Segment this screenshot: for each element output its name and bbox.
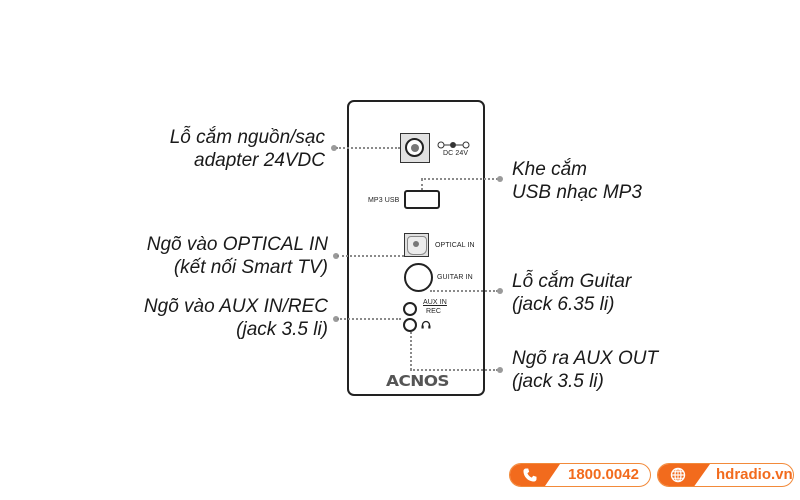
globe-icon (670, 467, 686, 483)
leader-line-power (336, 147, 400, 149)
leader-line-guitar (430, 290, 498, 292)
mp3-usb-label: MP3 USB (368, 197, 400, 204)
leader-dot-aux-in (333, 316, 339, 322)
callout-aux-in-line1: Ngõ vào AUX IN/REC (143, 296, 328, 317)
callout-optical-line2: (kết nối Smart TV) (173, 257, 328, 278)
rec-label: REC (426, 308, 442, 315)
leader-line-aux-out-vertical (410, 332, 412, 370)
leader-line-usb-vertical (421, 179, 423, 190)
phone-pill[interactable]: 1800.0042 (509, 463, 651, 487)
optical-port (404, 233, 429, 257)
callout-guitar: Lỗ cắm Guitar (jack 6.35 li) (512, 270, 631, 316)
website-url: hdradio.vn (716, 466, 793, 483)
callout-aux-out-line2: (jack 3.5 li) (512, 371, 604, 392)
callout-optical: Ngõ vào OPTICAL IN (kết nối Smart TV) (147, 233, 328, 279)
callout-aux-out: Ngõ ra AUX OUT (jack 3.5 li) (512, 347, 658, 393)
callout-guitar-line1: Lỗ cắm Guitar (512, 271, 632, 292)
leader-line-optical (337, 255, 404, 257)
aux-out-jack (403, 318, 417, 332)
dc-24v-label: DC 24V (443, 150, 469, 157)
callout-aux-out-line1: Ngõ ra AUX OUT (512, 348, 659, 369)
phone-number: 1800.0042 (568, 466, 639, 483)
callout-usb: Khe cắm USB nhạc MP3 (512, 158, 642, 204)
callout-power-line1: Lỗ cắm nguồn/sạc (169, 127, 325, 148)
usb-slot (404, 190, 440, 209)
leader-line-usb (421, 178, 498, 180)
callout-aux-in: Ngõ vào AUX IN/REC (jack 3.5 li) (144, 295, 328, 341)
phone-icon (523, 468, 537, 482)
leader-dot-guitar (497, 288, 503, 294)
optical-in-label: OPTICAL IN (435, 242, 475, 249)
leader-dot-usb (497, 176, 503, 182)
dc-power-jack (400, 133, 430, 163)
headphone-icon (421, 320, 431, 329)
leader-line-aux-out (410, 369, 498, 371)
callout-usb-line1: Khe cắm (512, 159, 587, 180)
callout-power-line2: adapter 24VDC (194, 150, 325, 171)
callout-power: Lỗ cắm nguồn/sạc adapter 24VDC (170, 126, 325, 172)
leader-dot-power (331, 145, 337, 151)
callout-usb-line2: USB nhạc MP3 (512, 182, 642, 203)
guitar-jack (404, 263, 433, 292)
leader-dot-optical (333, 253, 339, 259)
aux-in-jack (403, 302, 417, 316)
callout-guitar-line2: (jack 6.35 li) (512, 294, 615, 315)
callout-aux-in-line2: (jack 3.5 li) (236, 319, 328, 340)
leader-line-aux-in (337, 318, 401, 320)
aux-in-label: AUX IN (423, 299, 447, 306)
dc-polarity-icon (437, 141, 470, 149)
brand-logo: ACNOS (386, 372, 450, 390)
guitar-in-label: GUITAR IN (437, 274, 473, 281)
leader-dot-aux-out (497, 367, 503, 373)
optical-port-pin (413, 241, 419, 247)
website-pill[interactable]: hdradio.vn (657, 463, 794, 487)
phone-pill-accent (510, 464, 560, 486)
dc-jack-pin (411, 144, 419, 152)
callout-optical-line1: Ngõ vào OPTICAL IN (146, 234, 328, 255)
